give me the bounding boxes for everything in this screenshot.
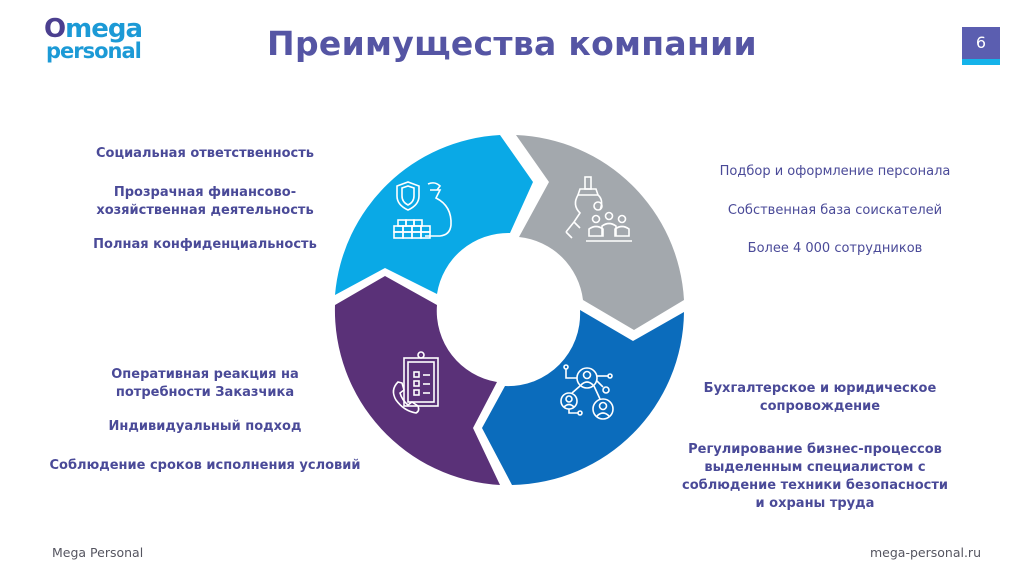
logo-line-mega: Omega xyxy=(44,14,143,44)
advantage-accounting-legal: Бухгалтерское и юридическое сопровождени… xyxy=(703,381,937,414)
segment-top-left xyxy=(335,135,533,295)
advantage-quick-response: Оперативная реакция на потребности Заказ… xyxy=(111,367,299,400)
segment-bottom-right xyxy=(482,310,684,485)
advantage-confidentiality: Полная конфиденциальность xyxy=(93,237,317,252)
logo-line-personal: personal xyxy=(46,39,142,63)
advantage-social-responsibility: Социальная ответственность xyxy=(95,146,315,161)
advantage-candidate-base: Собственная база соискателей xyxy=(727,203,943,218)
advantage-individual-approach: Индивидуальный подход xyxy=(108,419,302,434)
recruitment-claw-people-icon xyxy=(565,176,632,242)
page-number-badge: 6 xyxy=(962,27,1000,65)
segment-top-right xyxy=(516,135,684,330)
advantage-recruitment: Подбор и оформление персонала xyxy=(719,164,951,179)
phone-checklist-icon xyxy=(392,351,439,414)
advantage-financial-transparency: Прозрачная финансово-хозяйственная деяте… xyxy=(96,185,314,218)
company-logo: Omega personal xyxy=(44,16,143,66)
footer-website-link[interactable]: mega-personal.ru xyxy=(870,545,981,560)
advantage-employee-count: Более 4 000 сотрудников xyxy=(747,241,923,256)
finance-shield-moneybag-icon xyxy=(393,181,452,239)
footer-company-name: Mega Personal xyxy=(52,545,144,560)
advantage-business-process: Регулирование бизнес-процессов выделенны… xyxy=(681,442,948,511)
advantage-deadlines: Соблюдение сроков исполнения условий xyxy=(49,458,361,473)
page-title: Преимущества компании xyxy=(267,24,757,63)
people-network-icon xyxy=(560,364,614,420)
